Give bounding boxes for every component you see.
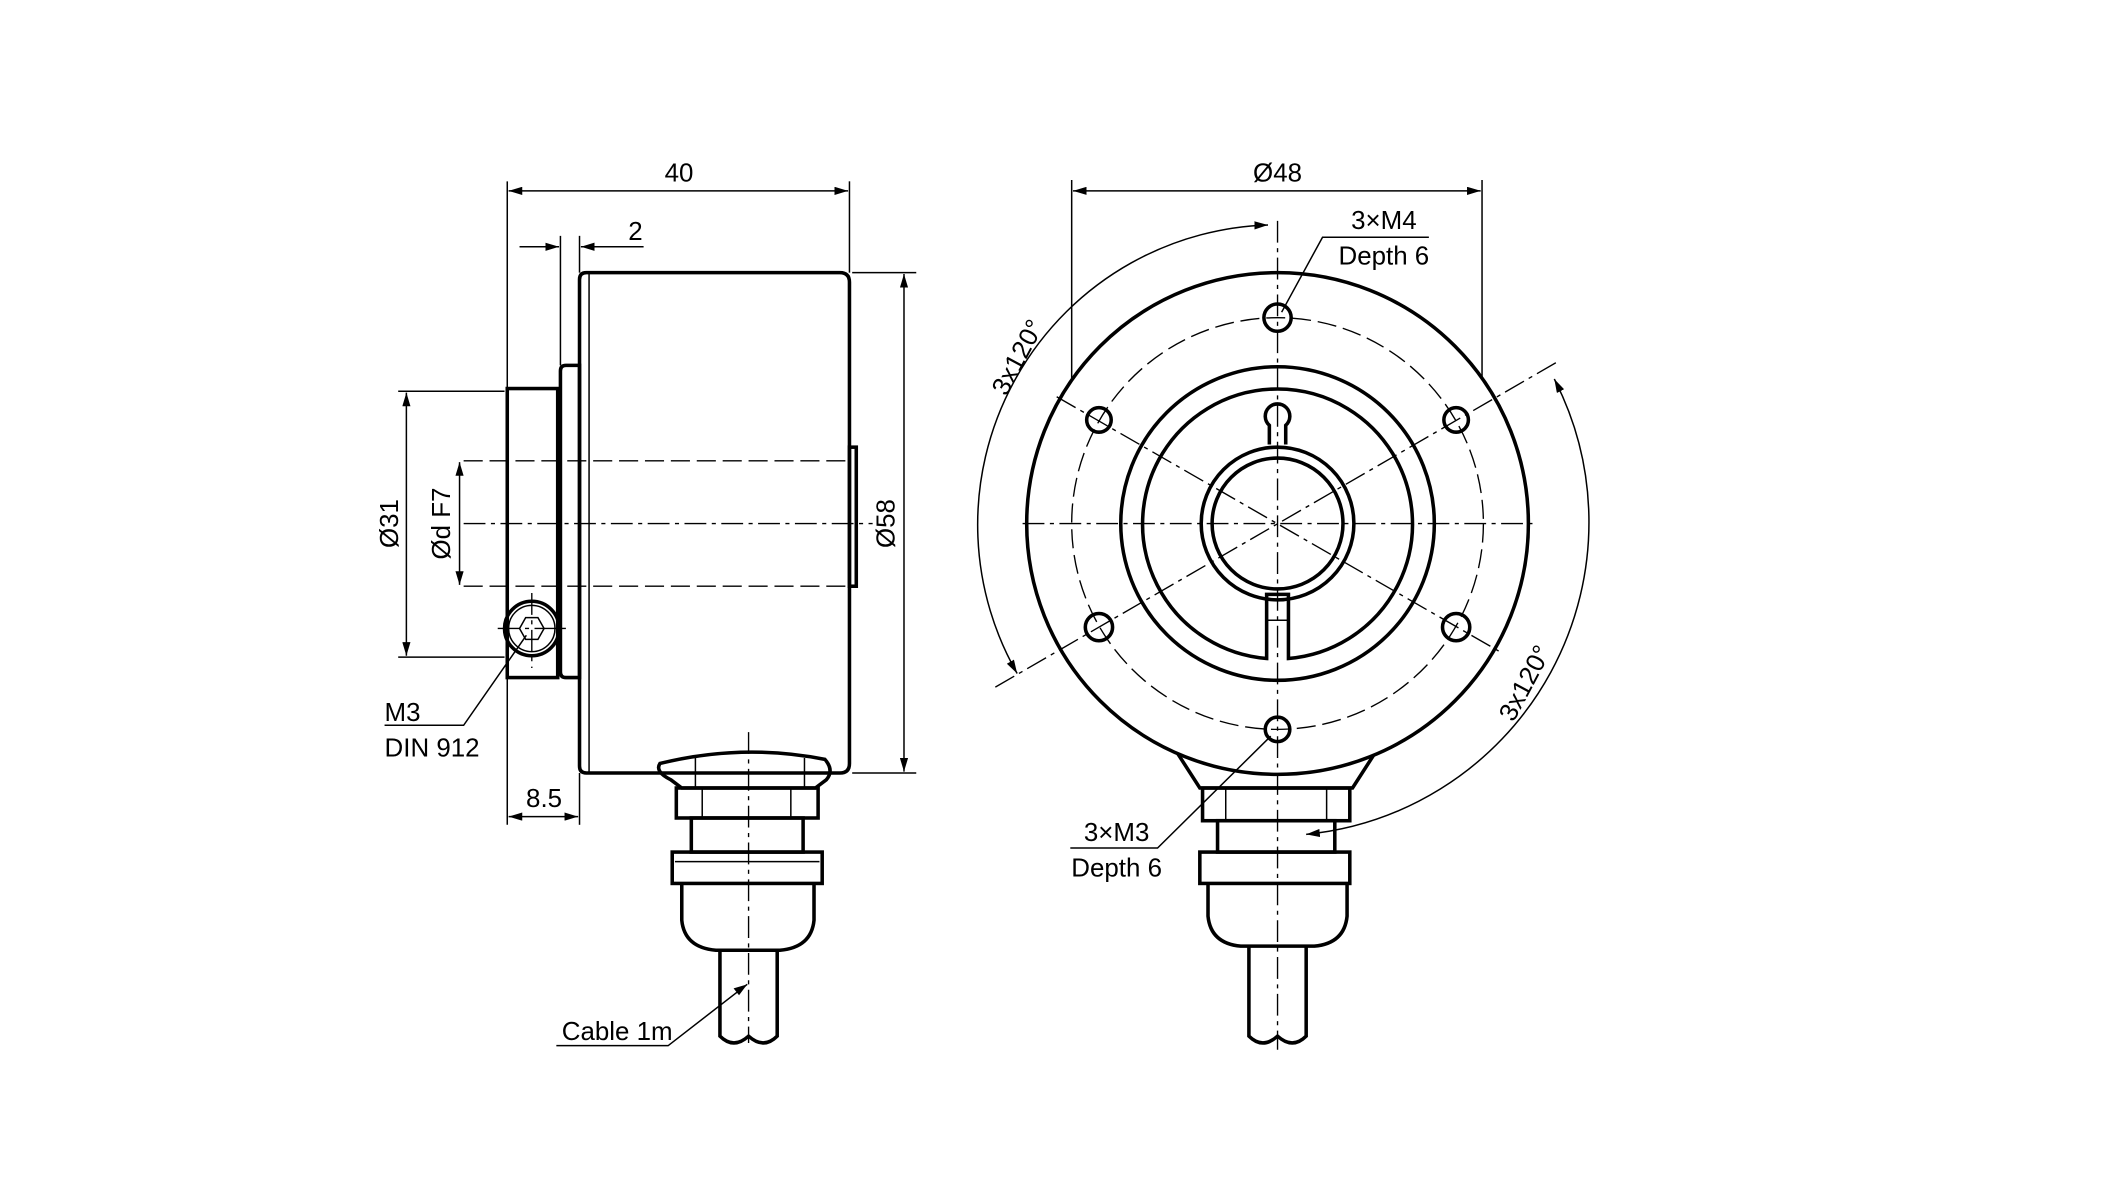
angle-right-label: 3x120° — [1494, 641, 1557, 726]
cable-gland-front — [1198, 786, 1352, 1045]
flange — [558, 363, 582, 680]
front-view: Ø48 3x120° 3x120° 3×M4 — [976, 159, 1590, 1050]
dim-offset-label: 8.5 — [526, 785, 562, 813]
angle-left-label: 3x120° — [987, 315, 1050, 400]
dim-bore-label: Ød F7 — [428, 488, 456, 560]
top-holes-label-2: Depth 6 — [1339, 242, 1430, 270]
cable-gland — [656, 732, 832, 1045]
dim-flange-label: 2 — [628, 218, 642, 246]
top-holes-label-1: 3×M4 — [1351, 207, 1416, 235]
dim-clamp-label: Ø31 — [376, 499, 404, 548]
screw-label-din: DIN 912 — [385, 735, 480, 763]
bottom-holes-label-2: Depth 6 — [1071, 855, 1162, 883]
dim-length-label: 40 — [665, 159, 694, 187]
cable-label: Cable 1m — [562, 1018, 673, 1046]
dim-bolt-circle-label: Ø48 — [1253, 159, 1302, 187]
screw-label-m3: M3 — [385, 699, 421, 727]
encoder-body — [577, 270, 852, 775]
dim-body-label: Ø58 — [872, 499, 900, 548]
bottom-holes-label-1: 3×M3 — [1084, 819, 1150, 847]
clamp-ring — [505, 386, 560, 680]
side-view: 40 2 Ø31 Ød F7 Ø58 — [376, 159, 917, 1047]
